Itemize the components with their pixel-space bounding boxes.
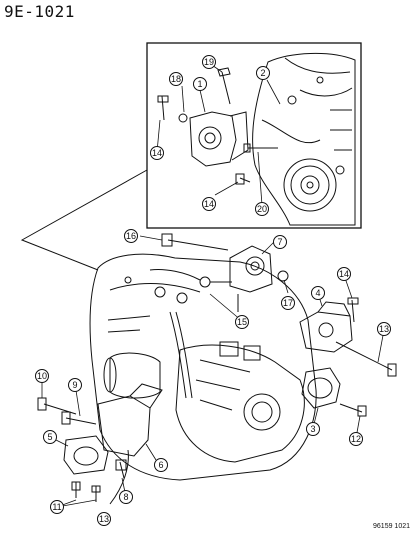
svg-text:17: 17 xyxy=(283,298,293,308)
callout-3: 3 xyxy=(306,422,320,436)
svg-text:20: 20 xyxy=(257,204,267,214)
svg-text:8: 8 xyxy=(123,492,128,502)
svg-text:1: 1 xyxy=(197,79,202,89)
callout-10: 10 xyxy=(35,369,49,383)
callout-8: 8 xyxy=(119,490,133,504)
svg-text:14: 14 xyxy=(152,148,162,158)
left-mount-insulator xyxy=(301,367,367,417)
callout-13-left-mount: 13 xyxy=(377,322,391,336)
svg-text:19: 19 xyxy=(204,57,214,67)
svg-text:12: 12 xyxy=(351,434,361,444)
reference-number: 96159 1021 xyxy=(373,523,410,530)
callout-14-inset-bottom: 14 xyxy=(202,197,216,211)
callout-13-front-mount: 13 xyxy=(97,512,111,526)
svg-text:5: 5 xyxy=(47,432,52,442)
svg-text:11: 11 xyxy=(52,502,61,512)
starter-motor xyxy=(103,352,161,399)
svg-text:15: 15 xyxy=(237,317,247,327)
right-mount-insulator xyxy=(210,245,273,312)
inset-pulley xyxy=(283,158,337,212)
callout-16: 16 xyxy=(124,229,138,243)
svg-text:6: 6 xyxy=(158,460,163,470)
svg-text:16: 16 xyxy=(126,231,136,241)
callout-15: 15 xyxy=(235,315,249,329)
callout-17: 17 xyxy=(281,296,295,310)
svg-text:7: 7 xyxy=(277,237,282,247)
callout-5: 5 xyxy=(43,430,57,444)
callout-14-inset-left: 14 xyxy=(150,146,164,160)
svg-text:2: 2 xyxy=(260,68,265,78)
right-mount-bolt xyxy=(161,233,289,288)
svg-text:10: 10 xyxy=(37,371,47,381)
inset-mount-bracket xyxy=(189,111,249,167)
callout-19: 19 xyxy=(202,55,216,69)
svg-text:3: 3 xyxy=(310,424,315,434)
callout-1: 1 xyxy=(193,77,207,91)
svg-text:13: 13 xyxy=(99,514,109,524)
svg-text:4: 4 xyxy=(315,288,320,298)
dipstick-tube xyxy=(169,311,193,399)
callout-7: 7 xyxy=(273,235,287,249)
inset-pointer-lines xyxy=(20,169,148,271)
svg-text:9: 9 xyxy=(72,380,77,390)
inset-detail-box xyxy=(146,42,362,229)
svg-text:18: 18 xyxy=(171,74,181,84)
callout-group: 1 2 3 4 5 6 7 8 9 10 11 12 13 13 14 14 1… xyxy=(35,55,391,526)
inset-engine-block xyxy=(252,53,356,226)
callout-2: 2 xyxy=(256,66,270,80)
callout-18: 18 xyxy=(169,72,183,86)
front-mount-bracket xyxy=(37,383,163,457)
callout-12: 12 xyxy=(349,432,363,446)
diagram-code: 9E-1021 xyxy=(4,2,75,21)
inset-bolts xyxy=(157,67,278,185)
left-mount-bracket xyxy=(299,297,397,377)
leader-lines xyxy=(41,62,385,508)
callout-4: 4 xyxy=(311,286,325,300)
main-engine-outline xyxy=(89,253,317,481)
svg-text:14: 14 xyxy=(339,269,349,279)
callout-11: 11 xyxy=(50,500,64,514)
callout-20: 20 xyxy=(255,202,269,216)
svg-text:13: 13 xyxy=(379,324,389,334)
transaxle-case xyxy=(175,341,305,463)
front-mount-insulator xyxy=(63,435,129,505)
callout-6: 6 xyxy=(154,458,168,472)
svg-text:14: 14 xyxy=(204,199,214,209)
callout-14-left-mount: 14 xyxy=(337,267,351,281)
callout-9: 9 xyxy=(68,378,82,392)
